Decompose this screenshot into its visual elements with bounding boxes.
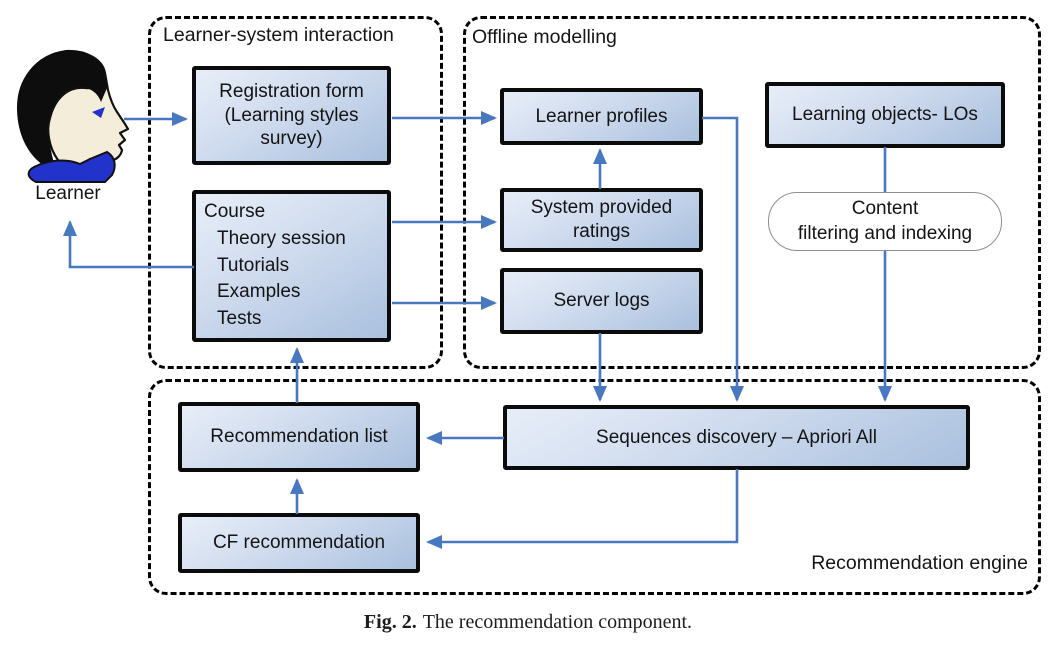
group-offline-modelling bbox=[463, 16, 1041, 369]
group-label-offline-modelling: Offline modelling bbox=[472, 26, 617, 48]
cf-recommendation-label: CF recommendation bbox=[212, 532, 386, 554]
group-learner-system-interaction bbox=[148, 16, 443, 369]
system-ratings-line: ratings bbox=[572, 221, 631, 242]
registration-form-line: survey) bbox=[260, 128, 323, 150]
server-logs-label: Server logs bbox=[553, 290, 650, 312]
registration-form-line: Registration form bbox=[219, 80, 364, 102]
node-content-filtering: Content filtering and indexing bbox=[768, 192, 1002, 251]
content-filtering-line: Content bbox=[851, 197, 919, 219]
node-server-logs: Server logs bbox=[500, 268, 703, 334]
course-item: Tests bbox=[217, 308, 262, 330]
course-item: Examples bbox=[217, 281, 301, 303]
course-item: Tutorials bbox=[217, 254, 290, 276]
node-system-provided-ratings: System provided ratings bbox=[500, 188, 703, 252]
figure-caption-text: The recommendation component. bbox=[422, 611, 693, 633]
sequences-discovery-label: Sequences discovery – Apriori All bbox=[596, 426, 877, 448]
group-recommendation-engine bbox=[148, 379, 1041, 595]
learner-icon bbox=[16, 49, 130, 183]
group-label-learner-system-interaction: Learner-system interaction bbox=[163, 24, 394, 46]
node-learning-objects: Learning objects- LOs bbox=[765, 82, 1005, 148]
node-registration-form: Registration form (Learning styles surve… bbox=[192, 66, 391, 165]
figure-caption: Fig. 2.The recommendation component. bbox=[0, 611, 1056, 634]
learner-profiles-label: Learner profiles bbox=[535, 105, 668, 127]
node-course: Course Theory session Tutorials Examples… bbox=[192, 190, 391, 342]
node-sequences-discovery: Sequences discovery – Apriori All bbox=[503, 405, 970, 470]
node-cf-recommendation: CF recommendation bbox=[178, 513, 420, 573]
learning-objects-label: Learning objects- LOs bbox=[792, 104, 978, 126]
content-filtering-line: filtering and indexing bbox=[797, 222, 973, 244]
node-recommendation-list: Recommendation list bbox=[178, 402, 420, 472]
course-item: Theory session bbox=[217, 227, 346, 249]
figure-caption-label: Fig. 2. bbox=[363, 611, 417, 633]
group-label-recommendation-engine: Recommendation engine bbox=[811, 552, 1028, 574]
system-ratings-line: System provided bbox=[530, 197, 673, 219]
registration-form-line: (Learning styles bbox=[224, 104, 359, 126]
node-learner-profiles: Learner profiles bbox=[500, 88, 703, 145]
learner-caption: Learner bbox=[35, 183, 101, 204]
recommendation-list-label: Recommendation list bbox=[210, 426, 388, 448]
course-title: Course bbox=[204, 200, 266, 222]
